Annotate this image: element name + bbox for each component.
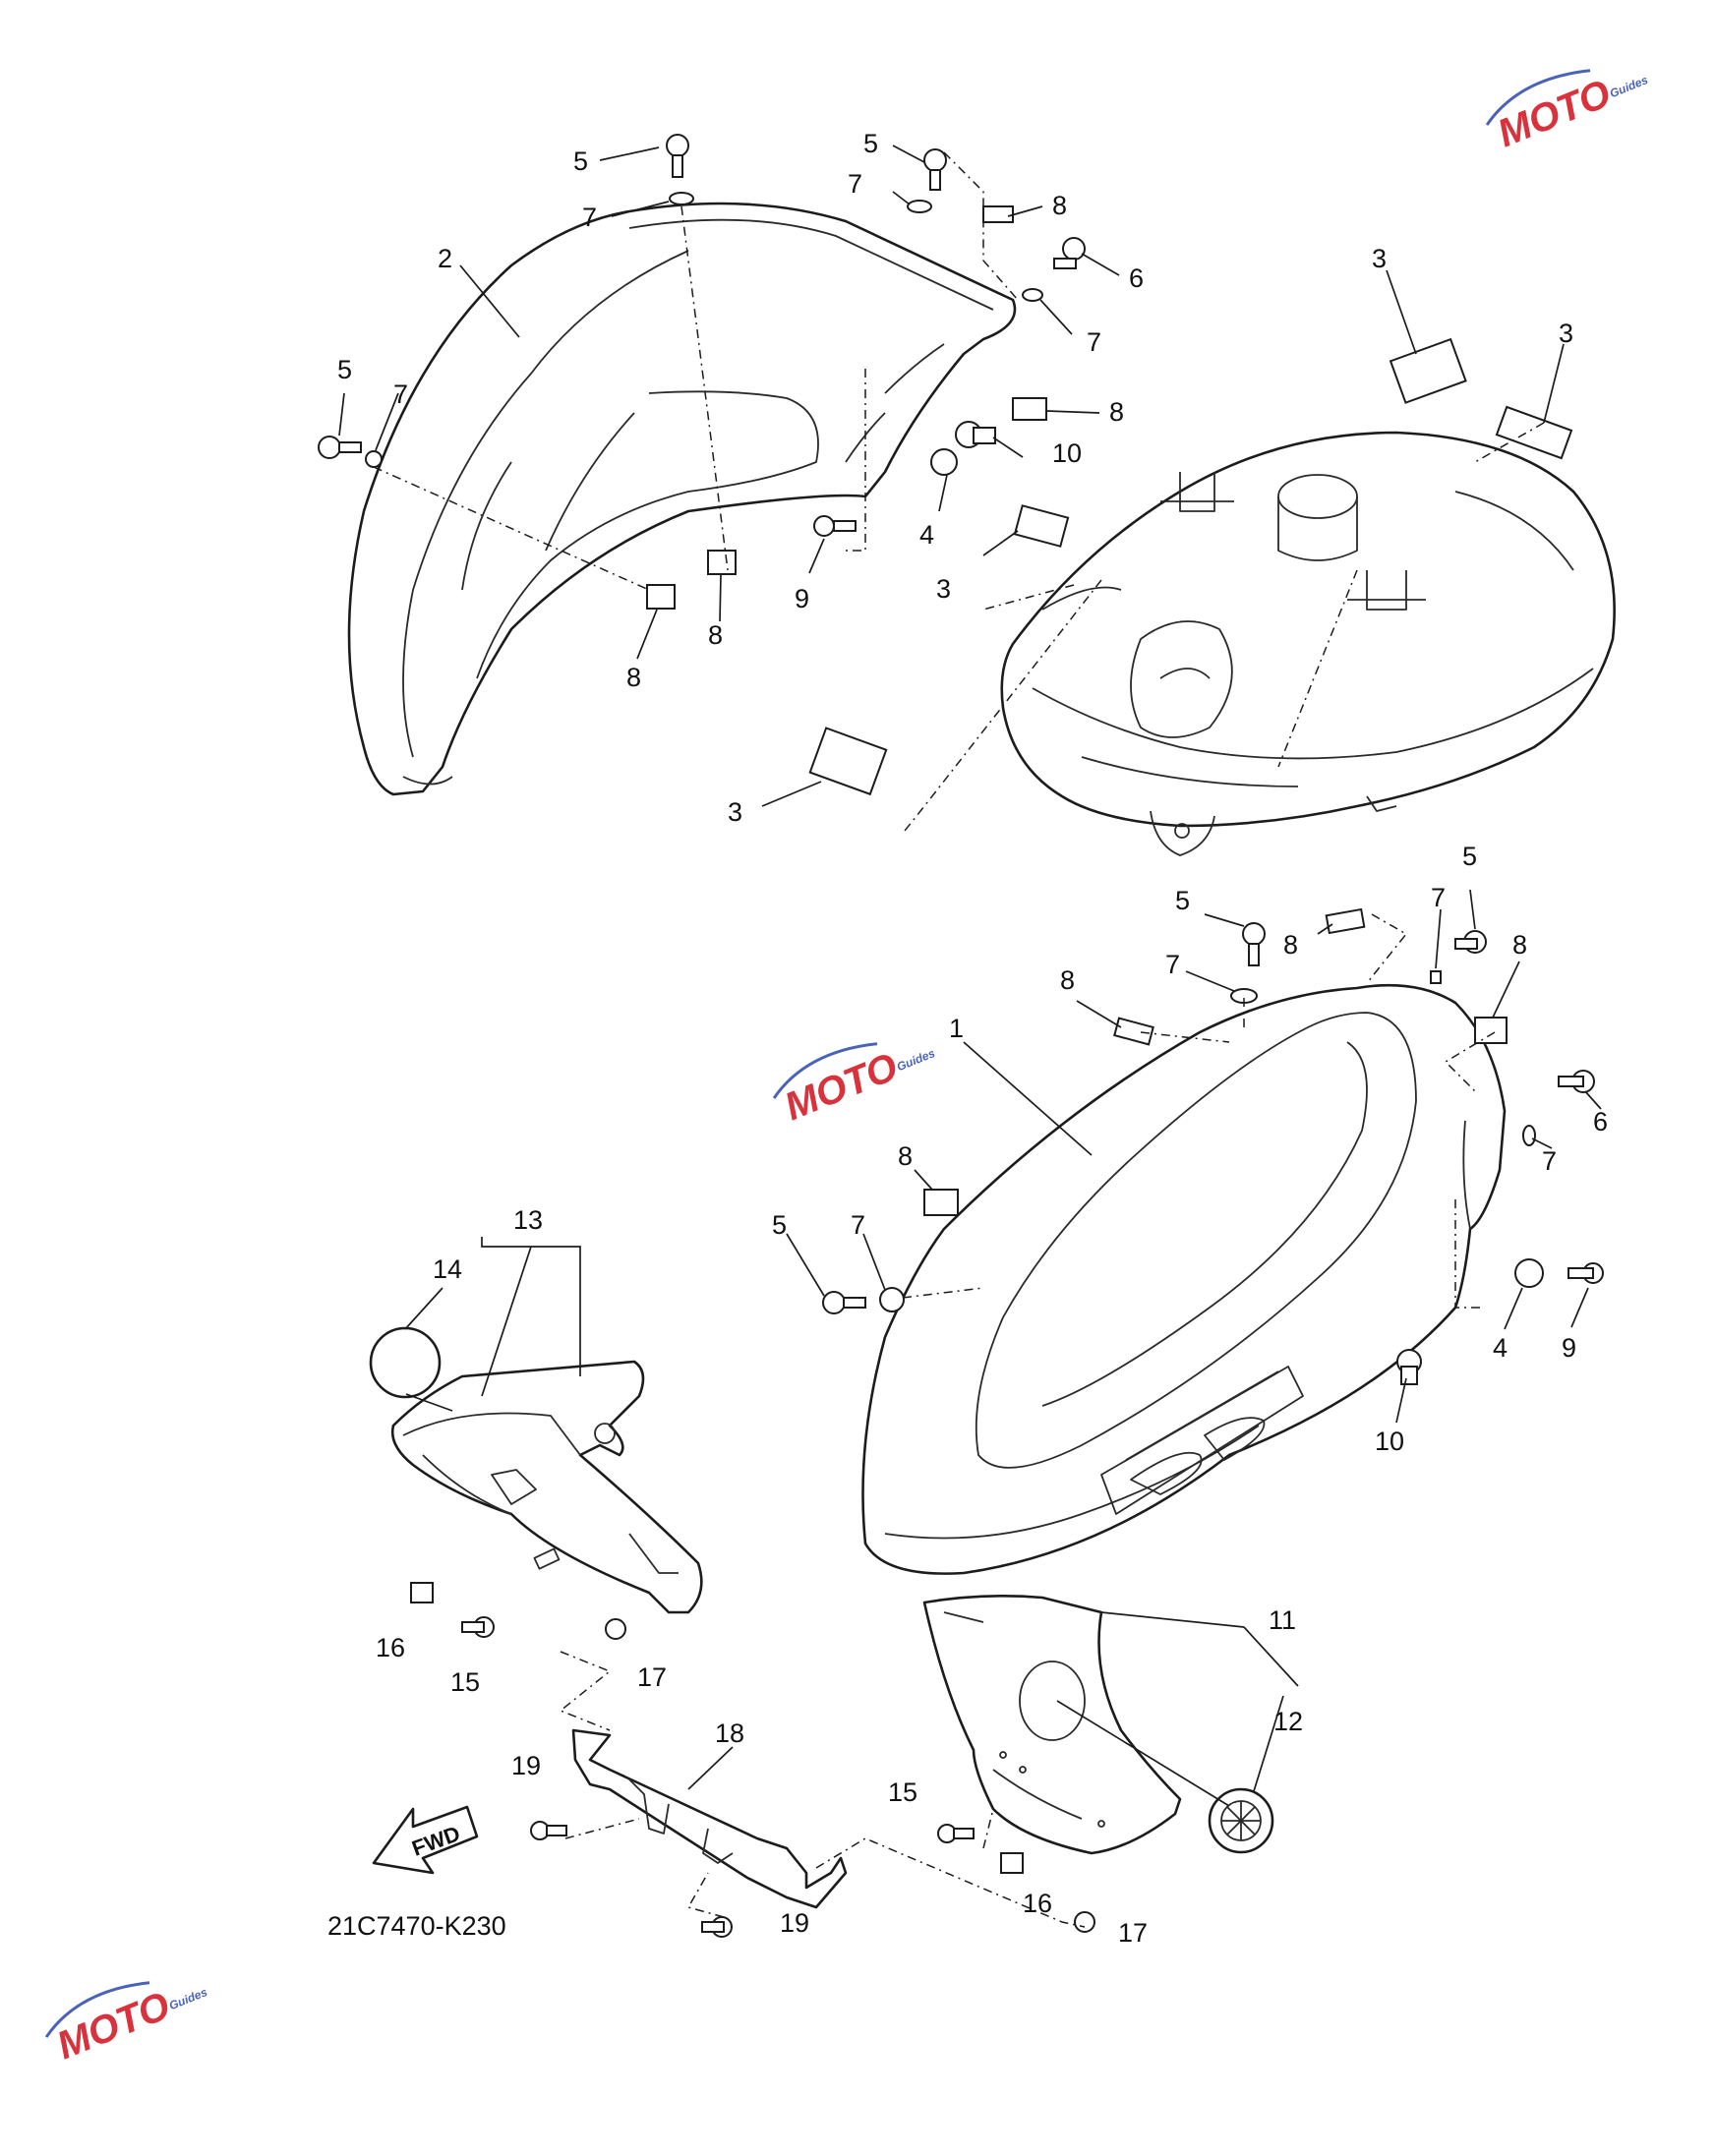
- callout-11: 11: [1269, 1605, 1296, 1635]
- callout-6: 6: [1593, 1107, 1608, 1136]
- svg-text:Guides: Guides: [167, 1985, 209, 2012]
- callout-15: 15: [888, 1777, 917, 1807]
- callout-16: 16: [1023, 1889, 1052, 1918]
- callout-10: 10: [1375, 1427, 1404, 1456]
- callout-13: 13: [513, 1205, 543, 1235]
- callout-9: 9: [795, 584, 809, 613]
- upper-side-cover: [347, 202, 1017, 796]
- lower-side-cover: [861, 983, 1507, 1575]
- watermark-middle: MOTO Guides: [772, 1042, 937, 1129]
- callout-3: 3: [1559, 319, 1573, 348]
- svg-text:Guides: Guides: [1608, 73, 1650, 100]
- callout-19: 19: [780, 1908, 809, 1938]
- front-cowl: [390, 1360, 703, 1614]
- callout-2: 2: [438, 244, 452, 273]
- callout-6: 6: [1129, 263, 1144, 293]
- svg-text:Guides: Guides: [895, 1046, 937, 1074]
- callout-4: 4: [919, 520, 934, 550]
- callout-14: 14: [433, 1254, 462, 1284]
- callout-5: 5: [1462, 842, 1477, 871]
- dashed-reference-lines: [373, 151, 1545, 1928]
- forward-direction-arrow: FWD: [372, 1805, 479, 1875]
- svg-text:MOTO: MOTO: [779, 1045, 904, 1129]
- lower-scoop: [922, 1595, 1182, 1855]
- callout-15: 15: [450, 1667, 480, 1697]
- callout-17: 17: [637, 1662, 667, 1692]
- callout-8: 8: [1512, 930, 1527, 960]
- callout-3: 3: [936, 574, 951, 604]
- callout-9: 9: [1562, 1333, 1576, 1363]
- diagram-code: 21C7470-K230: [327, 1911, 506, 1941]
- callout-7: 7: [1165, 950, 1180, 979]
- callout-8: 8: [708, 620, 723, 650]
- callout-3: 3: [1372, 244, 1387, 273]
- bracket-18: [571, 1728, 848, 1909]
- callout-7: 7: [1542, 1146, 1557, 1176]
- svg-text:MOTO: MOTO: [51, 1984, 176, 2068]
- callout-3: 3: [728, 797, 742, 827]
- callout-7: 7: [1087, 327, 1101, 357]
- callout-5: 5: [863, 129, 878, 158]
- fuel-tank: [1000, 431, 1616, 856]
- watermark-bottom-left: MOTO Guides: [44, 1981, 209, 2068]
- callout-5: 5: [337, 355, 352, 384]
- svg-text:MOTO: MOTO: [1492, 72, 1617, 155]
- watermark-top-right: MOTO Guides: [1485, 69, 1650, 155]
- callout-8: 8: [1283, 930, 1298, 960]
- callout-7: 7: [582, 203, 597, 232]
- round-cap-14: [369, 1326, 442, 1399]
- callout-labels: 2 5 7 5 7 8 6 7 5 7 8 10 4 9 8 8 3 3 3 3…: [337, 129, 1608, 1948]
- callout-8: 8: [1060, 965, 1075, 995]
- callout-18: 18: [715, 1719, 744, 1748]
- callout-17: 17: [1118, 1918, 1148, 1948]
- callout-7: 7: [393, 379, 408, 409]
- leader-lines: [338, 145, 1602, 1807]
- callout-4: 4: [1493, 1333, 1508, 1363]
- callout-5: 5: [1175, 886, 1190, 915]
- callout-10: 10: [1052, 438, 1082, 468]
- callout-5: 5: [573, 146, 588, 176]
- round-cap-12: [1208, 1787, 1274, 1854]
- callout-7: 7: [1431, 883, 1446, 912]
- callout-16: 16: [376, 1633, 405, 1662]
- hardware-screws-washers-clips: [318, 134, 1604, 1938]
- callout-19: 19: [511, 1751, 541, 1780]
- callout-7: 7: [851, 1210, 865, 1240]
- callout-8: 8: [1109, 397, 1124, 427]
- callout-1: 1: [949, 1014, 964, 1043]
- callout-7: 7: [848, 169, 862, 199]
- callout-8: 8: [1052, 191, 1067, 220]
- callout-12: 12: [1273, 1707, 1303, 1736]
- callout-5: 5: [772, 1210, 787, 1240]
- callout-8: 8: [898, 1141, 913, 1171]
- callout-8: 8: [626, 663, 641, 692]
